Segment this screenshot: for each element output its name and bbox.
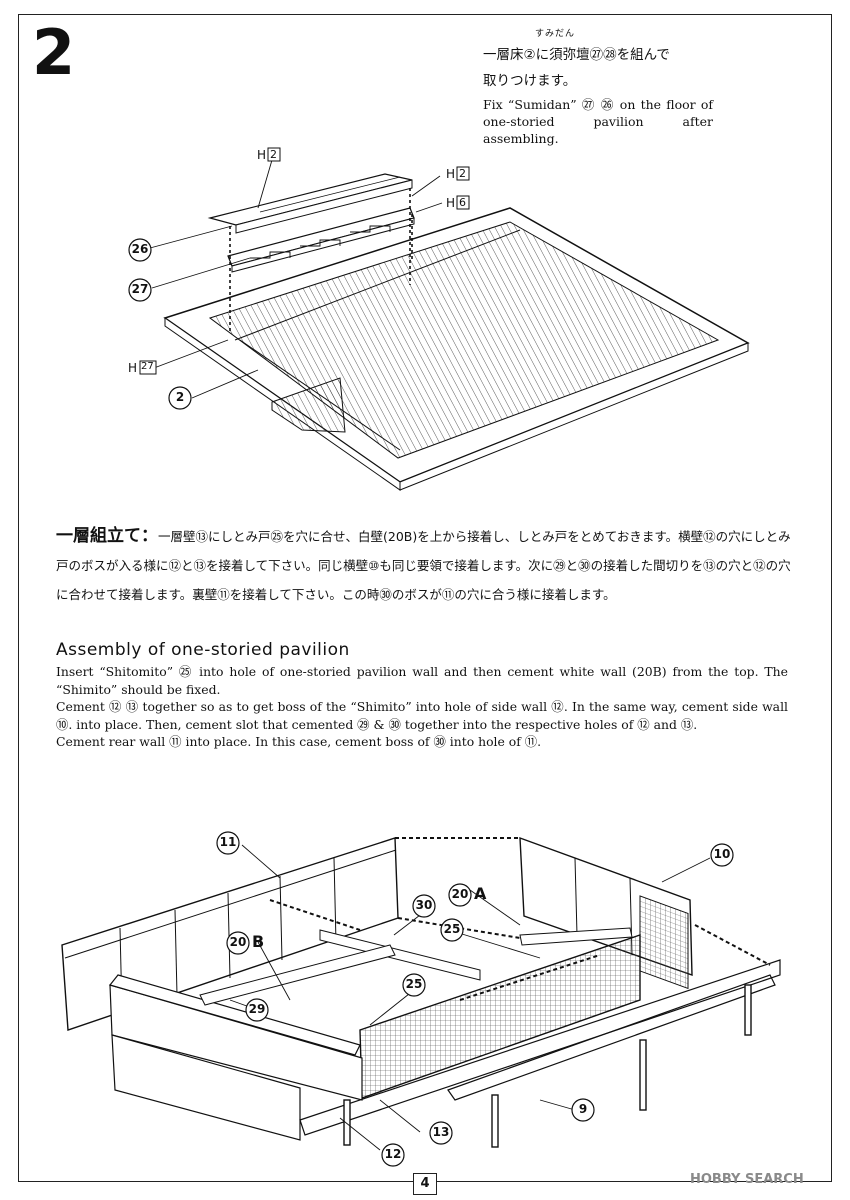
en-paragraph-1: Insert “Shitomito” ㉕ into hole of one-st… <box>56 664 788 697</box>
pavilion-assembly-illustration <box>61 836 781 1151</box>
part-13-label: 13 <box>432 1125 450 1139</box>
part-11-label: 11 <box>219 835 237 849</box>
part-20b-label: 20 <box>229 935 247 949</box>
jp-assembly-body: 一層壁⑬にしとみ戸㉕を穴に合せ、白壁(20B)を上から接着し、しとみ戸をとめてお… <box>56 529 791 602</box>
part-12-label: 12 <box>384 1147 402 1161</box>
jp-assembly-text: 一層組立て：一層壁⑬にしとみ戸㉕を穴に合せ、白壁(20B)を上から接着し、しとみ… <box>56 522 796 609</box>
furigana: すみだん <box>535 29 576 39</box>
h2-label-a-num: 2 <box>270 148 277 161</box>
jp-assembly-heading: 一層組立て： <box>56 526 158 546</box>
h6-label: H <box>446 196 456 210</box>
alignment-guides <box>229 188 413 333</box>
part-2-label: 2 <box>175 390 185 404</box>
h27-label: H <box>128 361 138 375</box>
part-29-label: 29 <box>248 1002 266 1016</box>
en-paragraph-2: Cement ⑫ ⑬ together so as to get boss of… <box>56 699 788 732</box>
step-number: 2 <box>32 16 76 89</box>
sumidan-base-part <box>227 207 415 273</box>
en-assembly-heading: Assembly of one-storied pavilion <box>56 640 350 660</box>
page-number: 4 <box>413 1173 437 1195</box>
h2-label-a: H <box>257 148 267 162</box>
watermark: HOBBY SEARCH <box>690 1172 804 1187</box>
h6-label-num: 6 <box>459 196 466 209</box>
top-instruction-jp-line1: 一層床②に須弥壇㉗㉘を組んで <box>483 47 670 63</box>
part-25b-label: 25 <box>405 977 423 991</box>
top-instruction-jp-line2: 取りつけます。 <box>483 73 577 89</box>
h2-label-b-num: 2 <box>459 167 466 180</box>
part-20a-suffix: A <box>474 884 487 903</box>
floor-plate <box>163 207 750 491</box>
top-instruction-en: Fix “Sumidan” ㉗ ㉖ on the floor of one-st… <box>483 97 713 146</box>
part-26-label: 26 <box>131 242 149 256</box>
en-assembly-text: Insert “Shitomito” ㉕ into hole of one-st… <box>56 663 788 751</box>
en-paragraph-3: Cement rear wall ⑪ into place. In this c… <box>56 734 542 750</box>
part-25a-label: 25 <box>443 922 461 936</box>
sumidan-top-part <box>207 173 413 234</box>
part-27-label: 27 <box>131 282 149 296</box>
part-20b-suffix: B <box>252 932 265 951</box>
top-instruction-jp: 一層床②に須弥壇㉗㉘を組んで 取りつけます。 <box>483 42 670 94</box>
h27-label-num: 27 <box>141 361 154 372</box>
part-9-label: 9 <box>578 1102 588 1116</box>
part-30-label: 30 <box>415 898 433 912</box>
h2-label-b: H <box>446 167 456 181</box>
part-10-label: 10 <box>713 847 731 861</box>
part-20a-label: 20 <box>451 887 469 901</box>
